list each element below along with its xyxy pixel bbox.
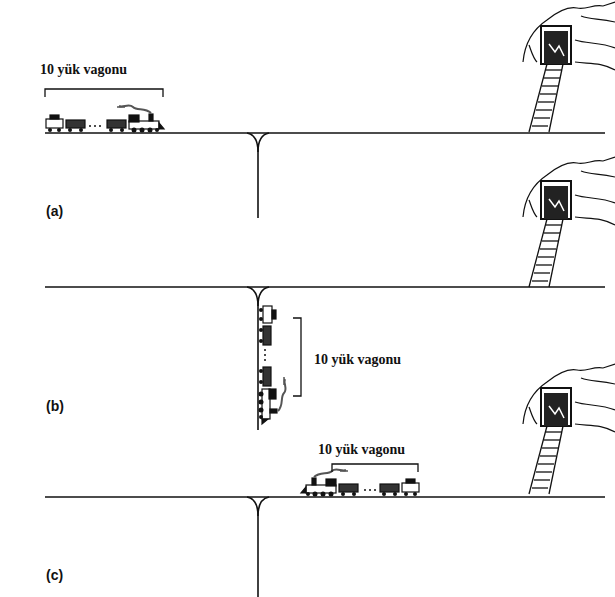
panel-label: (c) xyxy=(46,567,63,583)
bracket-label: 10 yük vagonu xyxy=(40,62,127,78)
bracket-label: 10 yük vagonu xyxy=(318,442,405,458)
panel-label: (a) xyxy=(46,203,63,219)
panel-label: (b) xyxy=(46,398,64,414)
bracket-label: 10 yük vagonu xyxy=(314,352,401,368)
